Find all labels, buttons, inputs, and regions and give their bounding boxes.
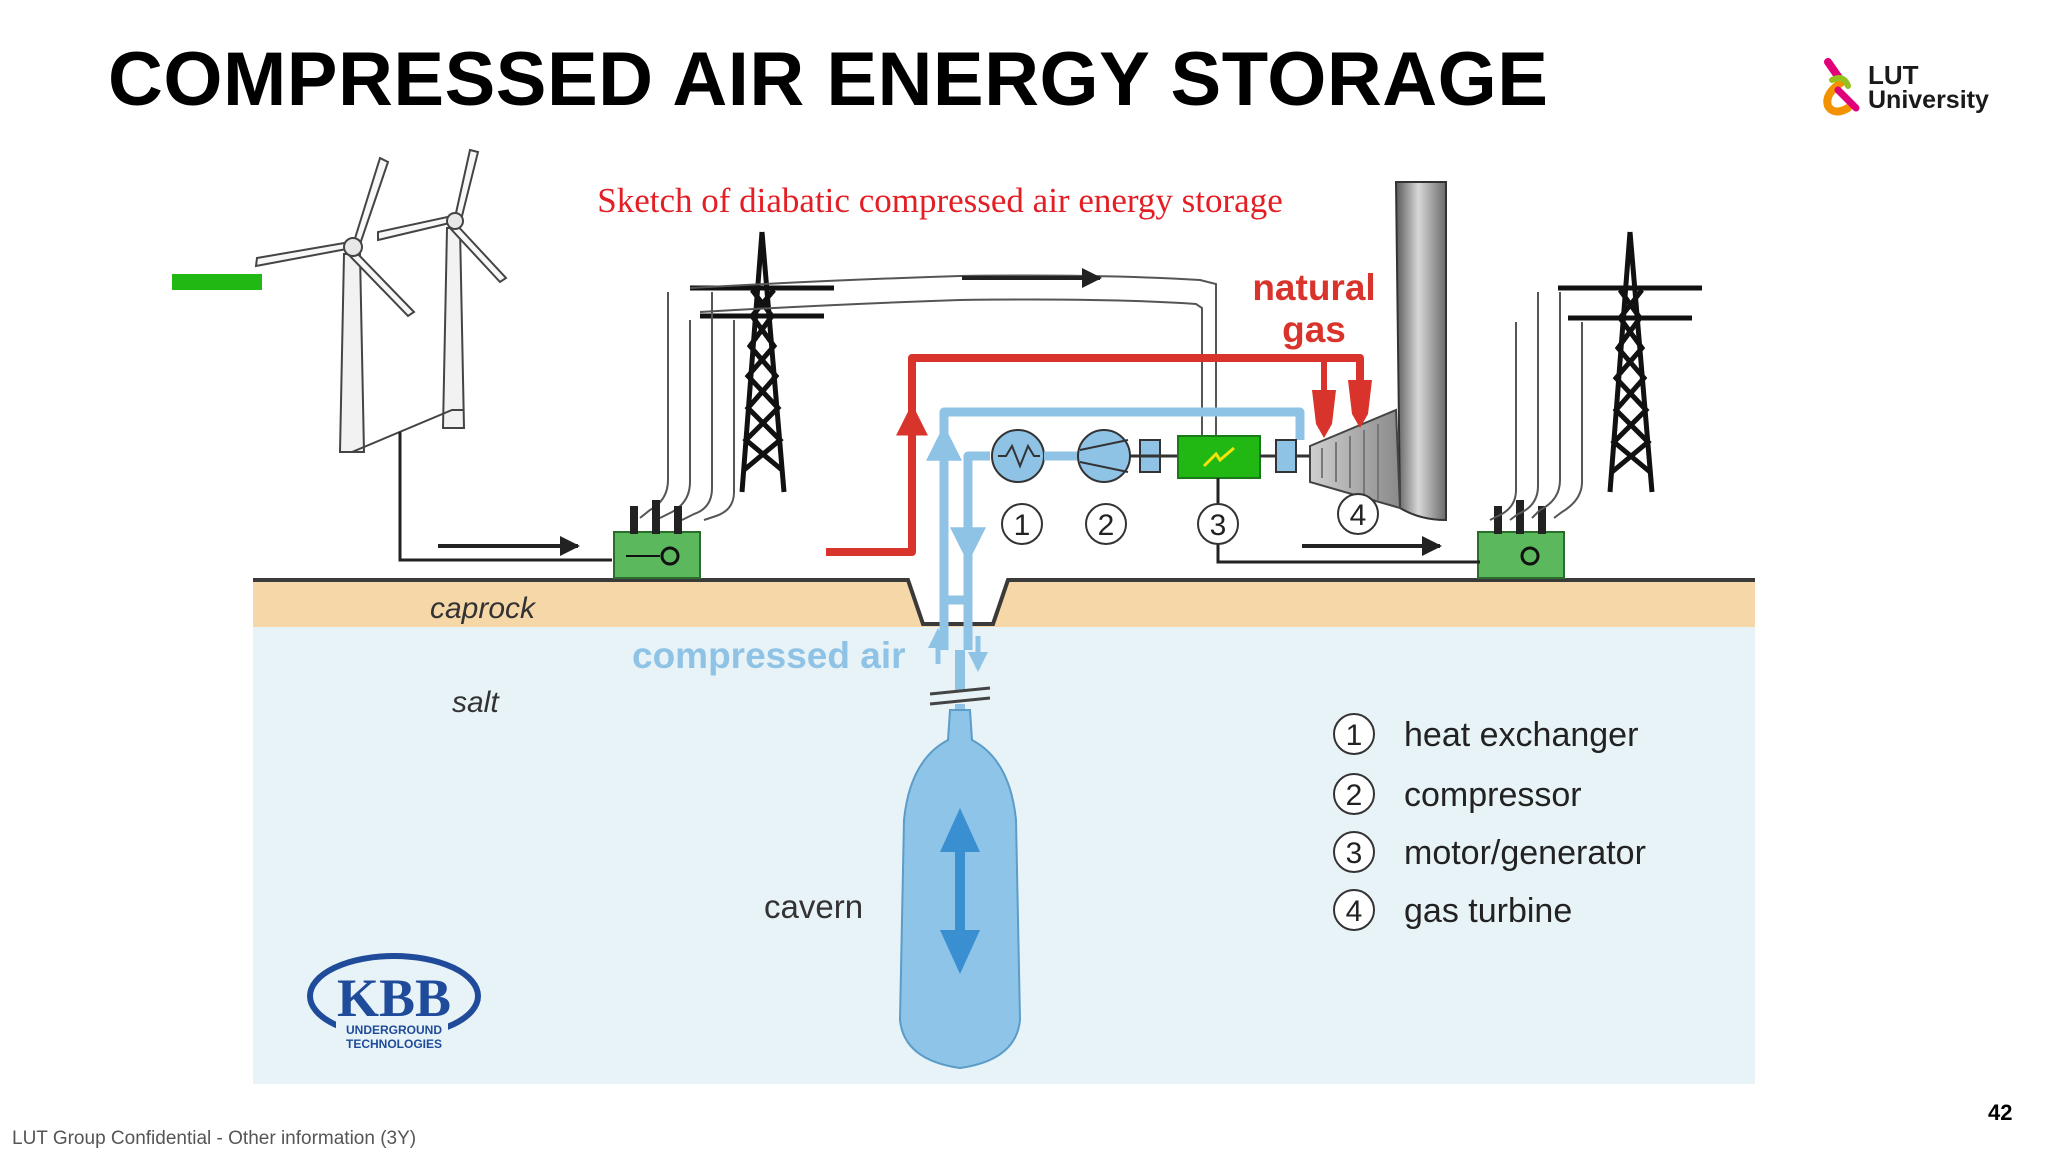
component-number-1: 1 bbox=[1001, 503, 1043, 545]
motor-generator-icon bbox=[1177, 435, 1261, 479]
transformer-left-icon bbox=[613, 500, 701, 579]
svg-text:4: 4 bbox=[1346, 895, 1363, 928]
power-pylon-right-icon bbox=[1558, 231, 1702, 493]
heat-exchanger-icon bbox=[991, 429, 1045, 483]
svg-text:gas turbine: gas turbine bbox=[1404, 892, 1572, 930]
power-pylon-left-icon bbox=[690, 231, 834, 493]
natural-gas-label: natural bbox=[1252, 267, 1375, 308]
caprock-layer bbox=[253, 580, 1755, 627]
svg-text:2: 2 bbox=[1346, 779, 1363, 812]
component-number-3: 3 bbox=[1197, 503, 1239, 545]
svg-text:KBB: KBB bbox=[337, 968, 451, 1028]
confidentiality-footer: LUT Group Confidential - Other informati… bbox=[12, 1128, 417, 1149]
lut-university-logo: LUT University bbox=[1818, 56, 1998, 118]
slide-title: COMPRESSED AIR ENERGY STORAGE bbox=[108, 37, 1549, 122]
legend-item: 3 motor/generator bbox=[1333, 831, 1646, 873]
green-marker bbox=[172, 274, 262, 290]
svg-text:3: 3 bbox=[1210, 509, 1227, 542]
svg-text:1: 1 bbox=[1014, 509, 1031, 542]
compressor-icon bbox=[1077, 429, 1131, 483]
component-number-4: 4 bbox=[1337, 493, 1379, 535]
cavern-label: cavern bbox=[764, 888, 863, 925]
legend-item: 1 heat exchanger bbox=[1333, 713, 1638, 755]
svg-text:3: 3 bbox=[1346, 837, 1363, 870]
combustor-icon bbox=[1312, 380, 1372, 438]
component-number-2: 2 bbox=[1085, 503, 1127, 545]
svg-text:1: 1 bbox=[1346, 719, 1363, 752]
natural-gas-label-2: gas bbox=[1282, 309, 1346, 350]
logo-line2: University bbox=[1868, 86, 1989, 114]
compressed-air-label: compressed air bbox=[632, 635, 906, 676]
svg-text:4: 4 bbox=[1350, 499, 1367, 532]
page-number: 42 bbox=[1988, 1100, 2013, 1125]
lut-ampersand-icon bbox=[1823, 58, 1860, 116]
svg-text:TECHNOLOGIES: TECHNOLOGIES bbox=[346, 1037, 442, 1051]
legend-item: 2 compressor bbox=[1333, 773, 1582, 815]
svg-text:2: 2 bbox=[1098, 509, 1115, 542]
logo-line1: LUT bbox=[1868, 60, 1919, 90]
legend: 1 heat exchanger 2 compressor 3 motor/ge… bbox=[1333, 713, 1646, 931]
svg-text:compressor: compressor bbox=[1404, 776, 1582, 814]
transformer-right-icon bbox=[1477, 500, 1565, 579]
legend-item: 4 gas turbine bbox=[1333, 889, 1572, 931]
kbb-logo: KBB UNDERGROUND TECHNOLOGIES bbox=[307, 953, 481, 1051]
svg-text:heat exchanger: heat exchanger bbox=[1404, 716, 1638, 754]
svg-text:UNDERGROUND: UNDERGROUND bbox=[346, 1023, 442, 1037]
diagram-caption: Sketch of diabatic compressed air energy… bbox=[597, 181, 1283, 220]
salt-cavern bbox=[898, 709, 1022, 1070]
svg-text:motor/generator: motor/generator bbox=[1404, 834, 1646, 872]
caprock-label: caprock bbox=[430, 592, 537, 625]
salt-label: salt bbox=[452, 686, 500, 719]
wind-turbine-icon bbox=[254, 148, 508, 453]
